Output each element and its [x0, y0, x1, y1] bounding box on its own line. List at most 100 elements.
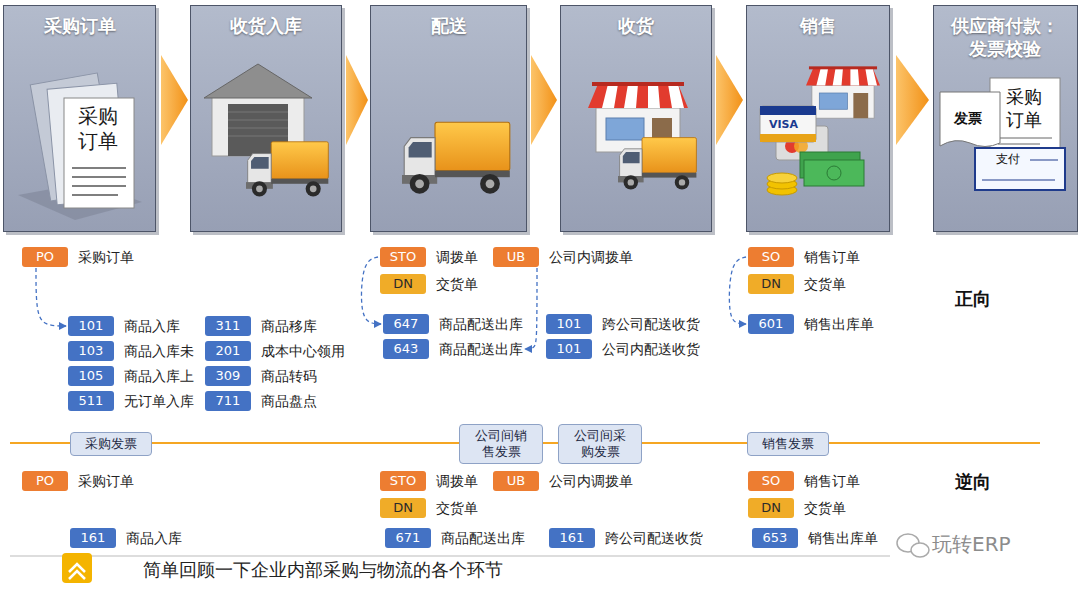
invoice-icon [975, 148, 1065, 190]
document-tag: DN交货单 [380, 498, 478, 518]
document-tag: UB公司内调拨单 [493, 247, 633, 267]
doc-type-label: 商品转码 [261, 366, 317, 386]
flow-arrow [729, 257, 746, 324]
warehouse-icon [204, 64, 328, 196]
collapse-icon [62, 553, 92, 583]
doc-type-code: DN [380, 498, 426, 518]
flow-arrow [525, 268, 537, 349]
doc-type-code: PO [22, 471, 68, 491]
document-tag: UB公司内调拨单 [493, 471, 633, 491]
invoice-icon [998, 138, 1052, 144]
order-document-icon [72, 168, 126, 195]
doc-type-code: 311 [205, 316, 251, 336]
doc-type-code: 653 [752, 528, 798, 548]
document-tag: 309 商品转码 [205, 366, 317, 386]
document-tag: SO销售订单 [748, 471, 860, 491]
doc-type-code: STO [380, 471, 426, 491]
document-tag: 103 商品入库未 [68, 341, 194, 361]
panel-ground [746, 5, 890, 232]
watermark-icon [897, 534, 929, 557]
warehouse-icon [246, 142, 328, 197]
step-chevron [896, 55, 929, 145]
doc-type-code: 647 [383, 314, 429, 334]
doc-type-code: 103 [68, 341, 114, 361]
doc-type-code: UB [493, 247, 539, 267]
panel-heading: 收货入库 [191, 14, 341, 37]
invoice-box: 公司间采购发票 [558, 424, 643, 463]
doc-type-label: 跨公司配送收货 [602, 314, 700, 334]
store-icon [618, 138, 696, 190]
step-chevron [161, 55, 188, 145]
invoice-icon [982, 160, 1058, 180]
order-document-icon [18, 73, 142, 220]
doc-type-label: 交货单 [436, 274, 478, 294]
doc-type-code: 643 [383, 339, 429, 359]
doc-type-code: 161 [549, 528, 595, 548]
doc-type-code: UB [493, 471, 539, 491]
document-tag: 653销售出库单 [752, 528, 878, 548]
doc-type-label: 无订单入库 [124, 391, 194, 411]
doc-type-code: 601 [748, 314, 794, 334]
flow-arrow [36, 268, 66, 326]
sales-icon [760, 66, 880, 195]
panel-ground [560, 5, 712, 232]
process-panel: 收货 [560, 5, 712, 232]
doc-type-code: 711 [205, 391, 251, 411]
illustration-text: 采购订单 [1006, 86, 1043, 131]
doc-type-code: 101 [546, 339, 592, 359]
document-tag: 601销售出库单 [748, 314, 874, 334]
doc-type-label: 采购订单 [78, 247, 134, 267]
direction-label: 正向 [955, 288, 991, 311]
step-chevron [346, 55, 368, 145]
doc-type-label: 公司内配送收货 [602, 339, 700, 359]
doc-type-code: SO [748, 247, 794, 267]
doc-type-code: PO [22, 247, 68, 267]
invoice-label: 采购发票 [85, 436, 137, 452]
document-tag: 101跨公司配送收货 [546, 314, 700, 334]
invoice-icon [940, 92, 1000, 147]
doc-type-code: DN [748, 498, 794, 518]
sales-icon [827, 166, 841, 180]
panel-ground [3, 5, 1078, 235]
sales-icon [760, 106, 816, 115]
document-tag: 711 商品盘点 [205, 391, 317, 411]
invoice-label: 销售发票 [762, 436, 814, 452]
warehouse-icon [204, 64, 312, 98]
doc-type-label: 调拨单 [436, 247, 478, 267]
doc-type-label: 商品入库 [124, 316, 180, 336]
panel-heading: 销售 [747, 14, 889, 37]
panel-heading: 采购订单 [4, 14, 155, 37]
document-tag: 647商品配送出库 [383, 314, 523, 334]
document-tag: 671商品配送出库 [385, 528, 525, 548]
document-tag: SO销售订单 [748, 247, 860, 267]
document-tag: 161跨公司配送收货 [549, 528, 703, 548]
connector-group [36, 257, 746, 349]
document-tag: 201成本中心领用 [205, 341, 345, 361]
document-tag: 101 公司内配送收货 [546, 339, 700, 359]
illustration-text: 采购订单 [78, 104, 119, 154]
doc-type-code: STO [380, 247, 426, 267]
doc-type-code: 309 [205, 366, 251, 386]
sales-icon [760, 134, 816, 142]
panel-ground [190, 5, 342, 232]
invoice-label: 公司间采购发票 [573, 428, 628, 459]
panel-heading: 配送 [371, 14, 526, 37]
doc-type-label: 销售订单 [804, 471, 860, 491]
invoice-box: 销售发票 [747, 432, 829, 456]
sales-icon [806, 66, 880, 118]
invoice-icon [940, 78, 1065, 190]
doc-type-label: 商品入库未 [124, 341, 194, 361]
step-chevron [716, 55, 743, 145]
doc-type-label: 商品盘点 [261, 391, 317, 411]
doc-type-label: 商品入库上 [124, 366, 194, 386]
warehouse-icon [228, 112, 288, 136]
document-tag: STO调拨单 [380, 471, 478, 491]
sales-icon [760, 106, 816, 142]
doc-type-label: 交货单 [804, 498, 846, 518]
card-brand: VISA [769, 118, 798, 132]
doc-type-label: 商品配送出库 [441, 528, 525, 548]
document-tag: 643商品配送出库 [383, 339, 523, 359]
doc-type-code: 105 [68, 366, 114, 386]
document-tag: PO采购订单 [22, 471, 134, 491]
